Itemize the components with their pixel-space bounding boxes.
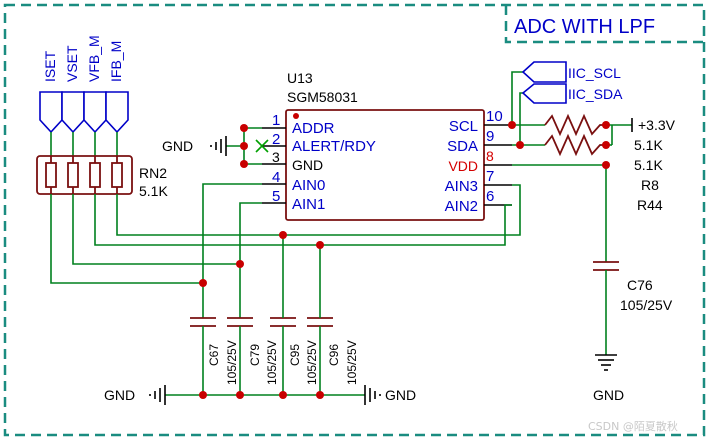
chip-right-pins: 10 9 8 7 6 SCL SDA VDD AIN3 AIN2 (445, 108, 512, 215)
pin-9-number: 9 (486, 128, 494, 145)
gnd-label-bottom-left: GND (104, 387, 135, 403)
pin-6-number: 6 (486, 188, 494, 205)
capacitor-c79 (227, 317, 253, 327)
net-flag-iic-sda (521, 83, 567, 104)
pin-5-number: 5 (272, 188, 280, 205)
gnd-symbol-bottom-right (364, 385, 381, 405)
pin-7-name: AIN3 (445, 178, 478, 195)
c67-value: 105/25V (225, 340, 239, 385)
capacitor-c67 (190, 317, 216, 327)
no-connect-mark (255, 139, 269, 153)
gnd-symbol-chip (210, 136, 227, 156)
net-flag-vfb-m (83, 91, 107, 134)
pin-6-name: AIN2 (445, 198, 478, 215)
net-label-vset: VSET (64, 45, 80, 82)
r8-value: 5.1K (634, 137, 663, 153)
c95-ref: C95 (288, 344, 302, 366)
pin-9-name: SDA (447, 138, 478, 155)
sheet-title: ADC WITH LPF (514, 16, 655, 38)
chip-ref: U13 (287, 70, 313, 86)
capacitor-c76 (593, 261, 619, 271)
gnd-symbol-bottom-left (149, 385, 166, 405)
c96-ref: C96 (327, 344, 341, 366)
r8-ref: R8 (641, 177, 659, 193)
title-box (504, 5, 704, 44)
net-flag-shapes (39, 91, 129, 134)
chip-part: SGM58031 (287, 89, 358, 105)
c79-ref: C79 (248, 344, 262, 366)
junction-dots (199, 121, 610, 399)
net-label-iset: ISET (42, 50, 58, 82)
gnd-symbol-c76 (595, 354, 617, 371)
net-flag-vset (61, 91, 85, 134)
gnd-label-bottom-right: GND (385, 387, 416, 403)
net-labels-top: ISET VSET VFB_M IFB_M (42, 35, 124, 82)
r44-value: 5.1K (634, 157, 663, 173)
rn2-ref: RN2 (139, 165, 167, 181)
chip-left-pins: 1 2 3 4 5 ADDR ALERT/RDY GND AIN0 AIN1 (262, 112, 376, 213)
net-flag-iset (39, 91, 63, 134)
sheet-frame (3, 3, 706, 437)
pin1-marker (293, 113, 299, 119)
pin-1-number: 1 (272, 112, 280, 129)
resistor-r44 (544, 133, 606, 157)
r44-ref: R44 (637, 197, 663, 213)
pin-7-number: 7 (486, 168, 494, 185)
pin-8-number: 8 (486, 148, 494, 164)
capacitor-c96 (307, 317, 333, 327)
net-label-ifb-m: IFB_M (108, 41, 124, 82)
pin-10-number: 10 (486, 108, 503, 125)
pin-4-number: 4 (272, 169, 280, 186)
c67-ref: C67 (207, 344, 221, 366)
watermark: CSDN @陌夏散秋 (588, 419, 678, 433)
capacitor-c95 (270, 317, 296, 327)
net-flag-iic-scl (521, 61, 567, 83)
c79-value: 105/25V (265, 340, 279, 385)
c76-value: 105/25V (620, 297, 673, 313)
gnd-label-chip: GND (162, 138, 193, 154)
pin-8-name: VDD (448, 158, 478, 174)
gnd-label-c76: GND (593, 387, 624, 403)
resistor-network-rn2 (36, 155, 133, 195)
net-label-vfb-m: VFB_M (86, 35, 102, 82)
pin-3-name: GND (292, 157, 323, 173)
pin-3-number: 3 (272, 149, 280, 165)
pin-10-name: SCL (449, 118, 478, 135)
c76-ref: C76 (627, 277, 653, 293)
pin-1-name: ADDR (292, 120, 335, 137)
c96-value: 105/25V (345, 340, 359, 385)
pin-2-number: 2 (272, 131, 280, 148)
supply-label: +3.3V (638, 117, 676, 133)
net-flag-ifb-m (105, 91, 129, 134)
rn2-value: 5.1K (139, 183, 168, 199)
pin-5-name: AIN1 (292, 196, 325, 213)
iic-flags (521, 61, 567, 104)
pin-4-name: AIN0 (292, 177, 325, 194)
resistor-r8 (544, 113, 606, 137)
c95-value: 105/25V (305, 340, 319, 385)
net-label-iic-scl: IIC_SCL (568, 65, 621, 81)
pin-2-name: ALERT/RDY (292, 138, 376, 155)
net-label-iic-sda: IIC_SDA (568, 86, 623, 102)
